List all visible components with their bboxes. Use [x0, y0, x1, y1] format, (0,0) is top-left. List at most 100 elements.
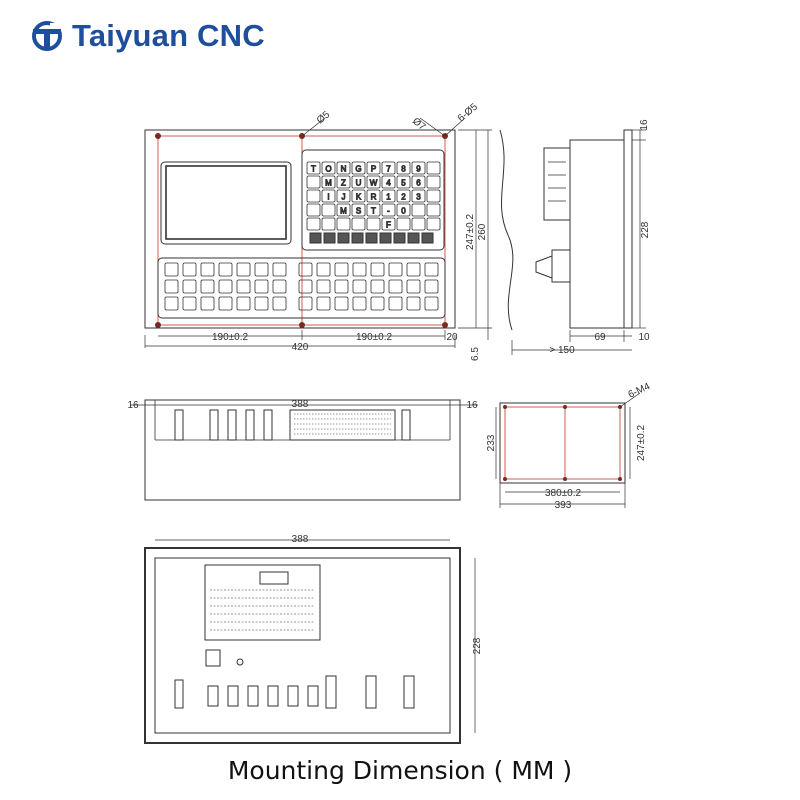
keypad-key	[351, 175, 366, 189]
dim-right-span: 190±0.2	[356, 332, 393, 343]
keypad-key	[381, 161, 396, 175]
label-cutout-hole-pattern: 6-M4	[627, 381, 653, 401]
keypad-key	[366, 203, 381, 217]
label-hole-large: Ø7	[410, 116, 428, 133]
keypad-key-label: W	[370, 179, 378, 188]
dim-cutout-hole-height: 247±0.2	[636, 425, 647, 462]
keypad-key	[411, 203, 426, 217]
function-key	[236, 296, 251, 311]
function-key	[352, 279, 367, 294]
keypad-key-label: 9	[416, 165, 421, 174]
dim-side-flange: 10	[638, 332, 650, 343]
top-body	[144, 399, 461, 501]
keypad-key	[366, 189, 381, 203]
function-key	[218, 262, 233, 277]
keypad-icon-key	[379, 232, 392, 244]
function-key	[182, 296, 197, 311]
function-key	[236, 262, 251, 277]
keypad-icon-key	[365, 232, 378, 244]
function-key	[406, 296, 421, 311]
function-key	[298, 262, 313, 277]
function-key	[272, 279, 287, 294]
keypad-key	[366, 217, 381, 231]
function-key	[164, 279, 179, 294]
keypad-key-label: T	[371, 207, 376, 216]
function-key	[200, 279, 215, 294]
caption: Mounting Dimension ( MM )	[227, 756, 573, 785]
function-key	[352, 262, 367, 277]
dim-rear-width: 388	[292, 534, 309, 545]
function-key	[272, 296, 287, 311]
keypad-key-label: O	[325, 165, 331, 174]
keypad-key	[396, 189, 411, 203]
dim-cutout-overall-width: 393	[555, 500, 572, 511]
function-key	[254, 279, 269, 294]
keypad-icon-key	[309, 232, 322, 244]
keypad-icon-key	[337, 232, 350, 244]
function-key	[200, 296, 215, 311]
rear-led	[236, 658, 244, 666]
keypad-key	[381, 203, 396, 217]
keypad-key	[351, 203, 366, 217]
function-key	[218, 279, 233, 294]
function-key	[254, 262, 269, 277]
top-view	[130, 399, 478, 501]
function-keys	[164, 262, 439, 311]
function-key	[182, 279, 197, 294]
lcd-screen	[165, 165, 287, 240]
keypad-key-label: -	[387, 207, 390, 216]
keypad-key	[381, 217, 396, 231]
keypad-key-label: M	[340, 207, 347, 216]
keypad-key	[411, 161, 426, 175]
keypad-icon-key	[323, 232, 336, 244]
keypad-key-label: P	[371, 165, 376, 174]
keypad-key	[321, 189, 336, 203]
keypad-key-label: 0	[401, 207, 406, 216]
rear-switch	[174, 679, 184, 709]
keypad-key	[366, 175, 381, 189]
keypad-key-label: 8	[401, 165, 406, 174]
keypad-key	[396, 203, 411, 217]
keypad-key-label: 5	[401, 179, 406, 188]
function-key	[254, 296, 269, 311]
keypad-icon-key	[351, 232, 364, 244]
keypad-key	[336, 161, 351, 175]
function-key	[370, 296, 385, 311]
function-key	[334, 296, 349, 311]
tc-logo-icon	[32, 21, 62, 51]
keypad-key-label: M	[325, 179, 332, 188]
function-key	[352, 296, 367, 311]
keypad-key	[426, 203, 441, 217]
keypad-key	[336, 189, 351, 203]
dim-top-left-flange: 16	[127, 400, 139, 411]
function-key	[164, 262, 179, 277]
dim-cutout-inner-height: 233	[486, 434, 497, 451]
keypad-key-label: U	[356, 179, 362, 188]
keypad-key	[426, 189, 441, 203]
function-key	[316, 296, 331, 311]
dim-left-span: 190±0.2	[212, 332, 249, 343]
rear-view	[144, 539, 476, 744]
keypad-key	[381, 189, 396, 203]
side-plug	[551, 249, 571, 283]
side-plug-tip	[535, 255, 553, 279]
keypad-key	[306, 161, 321, 175]
dim-overall-width: 420	[292, 342, 309, 353]
keypad-key-label: R	[371, 193, 377, 202]
keypad-icon-key	[421, 232, 434, 244]
lcd-screen-frame	[160, 161, 292, 245]
dim-side-top-flange: 16	[639, 119, 650, 131]
cutout-outer	[499, 402, 626, 484]
dim-rear-height: 228	[472, 637, 483, 654]
keypad-key	[336, 175, 351, 189]
keypad-key	[366, 161, 381, 175]
function-key	[406, 262, 421, 277]
function-key	[164, 296, 179, 311]
top-connectors	[174, 409, 411, 441]
rear-inner-frame	[154, 557, 451, 734]
keypad-key	[336, 203, 351, 217]
function-key	[182, 262, 197, 277]
function-key	[272, 262, 287, 277]
